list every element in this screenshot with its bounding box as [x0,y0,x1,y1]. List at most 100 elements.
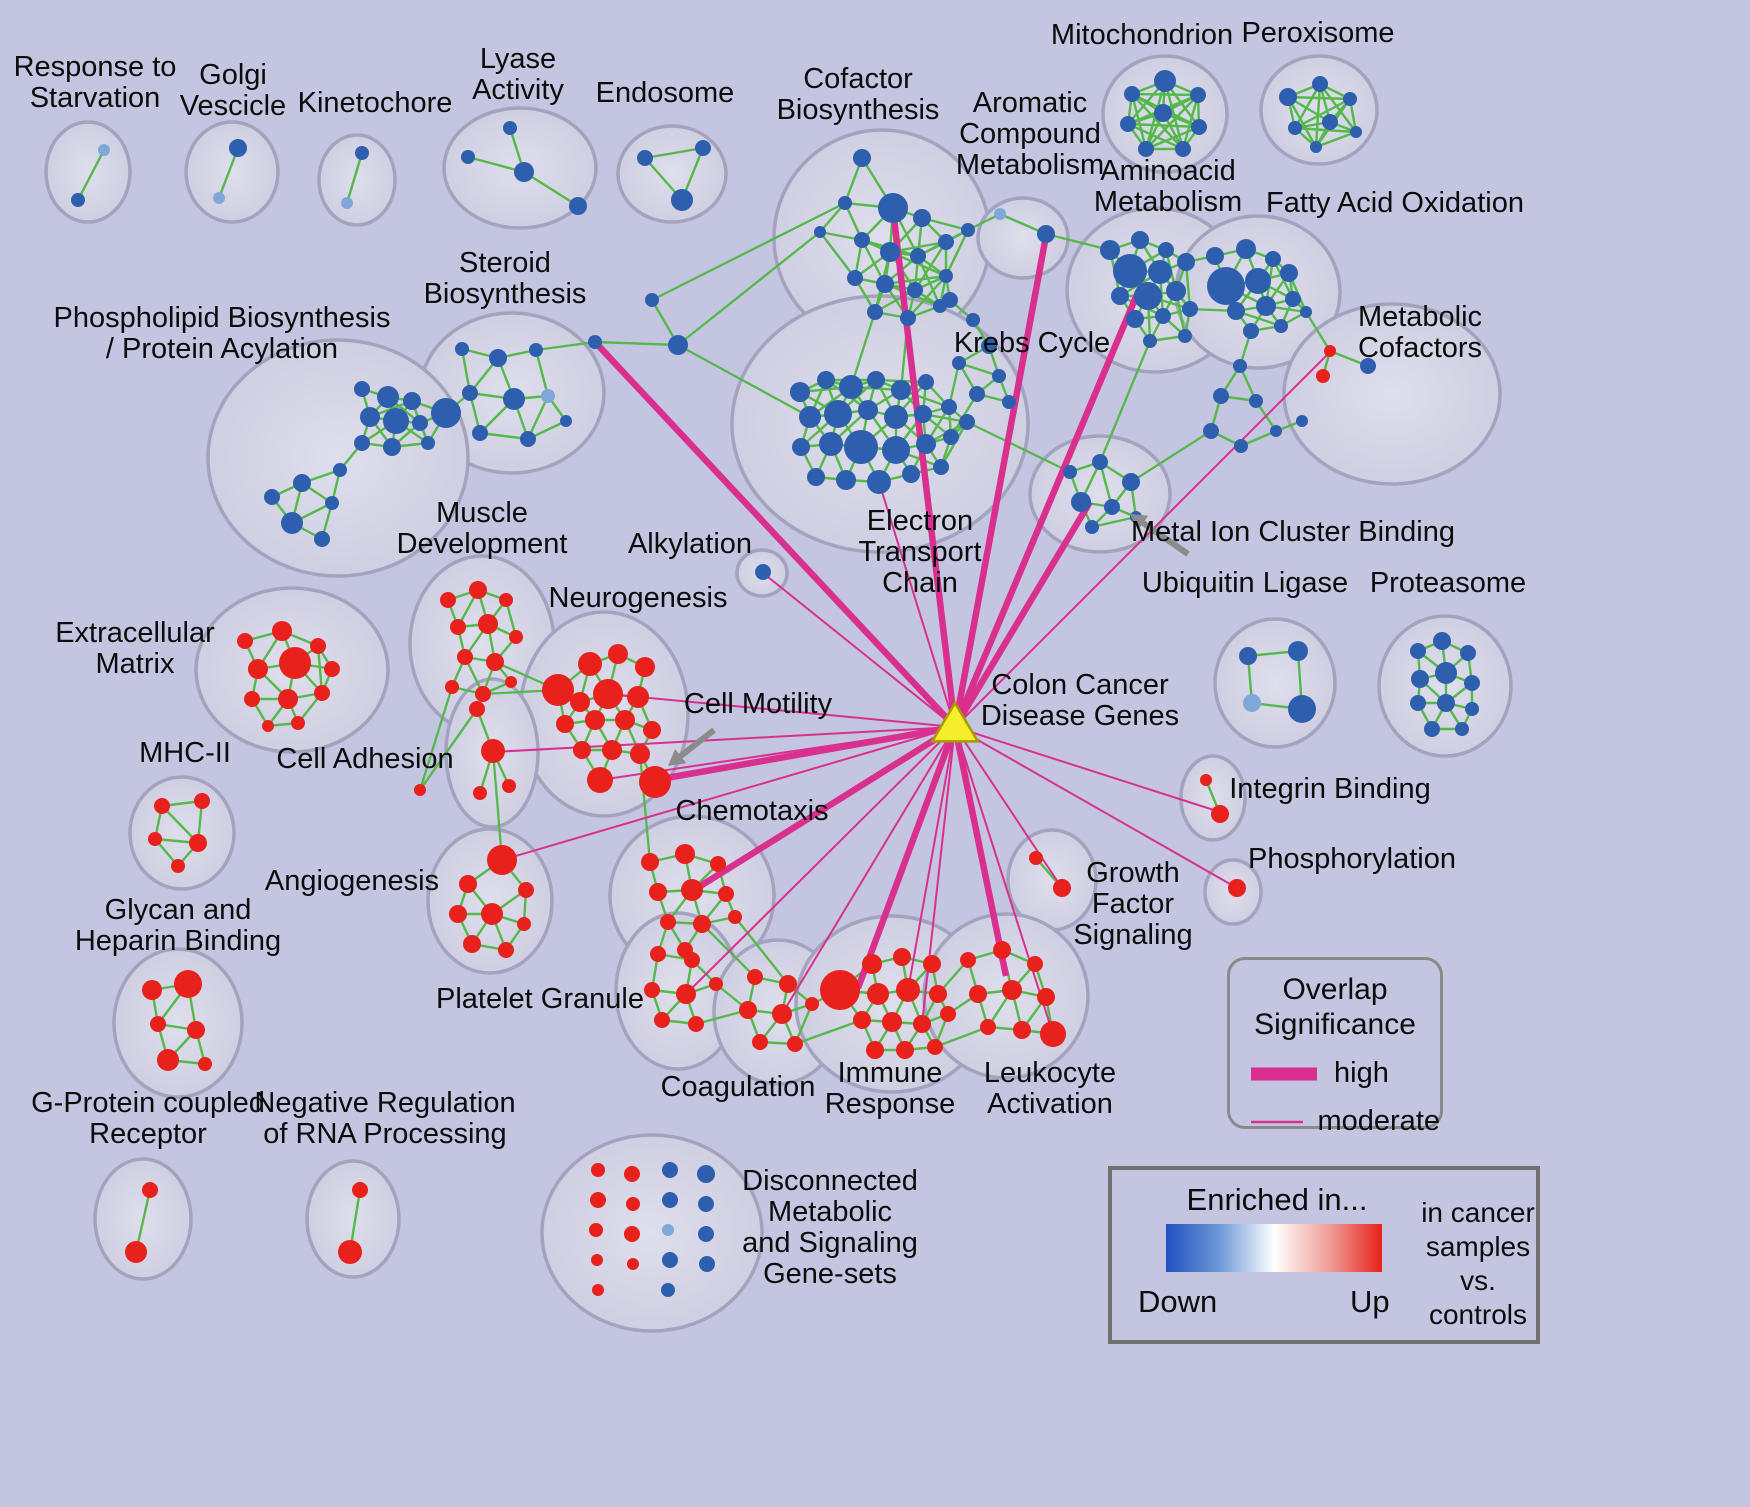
inter-cluster-edge [1130,430,1212,483]
gene-set-edge [1293,83,1322,129]
gene-set-node [505,676,517,688]
gene-set-node [248,659,268,679]
overlap-edge-high [889,209,959,728]
gene-set-node [867,371,885,389]
gene-set-node [1190,87,1206,103]
inter-cluster-edge [638,753,652,863]
gene-set-node [542,674,574,706]
gene-set-node [1200,774,1212,786]
inter-cluster-edge [677,343,811,419]
colon-cancer-hub-triangle [930,700,980,743]
gene-set-node [728,910,742,924]
label-mhc-ii: MHC-II [139,737,231,769]
gene-set-node [1288,695,1316,723]
inter-cluster-edge [1045,232,1111,252]
gene-set-node [1148,260,1172,284]
gene-set-node [1279,88,1297,106]
gene-set-edge [884,274,947,286]
label-phosphorylation: Phosphorylation [1248,843,1456,875]
gene-set-edge [1145,125,1200,151]
label-chemotaxis: Chemotaxis [675,795,828,827]
gene-set-node [355,146,369,160]
enrichment-gradient-bar [1166,1224,1382,1272]
inter-cluster-edge [677,231,821,346]
gene-set-node [681,879,703,901]
gene-set-node [1227,302,1245,320]
gene-set-node [325,496,339,510]
gene-set-node [1280,264,1298,282]
gene-set-node [1040,1021,1066,1047]
gene-set-node [1343,92,1357,106]
gene-set-node [71,193,85,207]
gene-set-node [414,784,426,796]
gene-set-node [1296,415,1308,427]
gene-set-edge [819,231,856,279]
gene-set-node [341,197,353,209]
layer-arrows [668,514,1190,766]
gene-set-node [952,356,966,370]
gene-set-node [541,389,555,403]
gene-set-node [1455,722,1469,736]
cluster-ellipse-endosome [616,124,728,224]
cluster-ellipse-ubiquitin-ligase [1213,617,1337,749]
label-alkylation: Alkylation [628,528,752,560]
high-significance-line [1251,1067,1317,1080]
label-endosome: Endosome [596,77,735,109]
gene-set-node [654,1012,670,1028]
gene-set-node [1233,359,1247,373]
gene-set-node [281,512,303,534]
gene-set-node [587,767,613,793]
gene-set-edge [345,152,364,204]
gene-set-node [1324,345,1336,357]
gene-set-edge [594,340,679,347]
gene-set-node [1071,492,1091,512]
gene-set-node [1126,310,1144,328]
overlap-edge-mod [878,481,956,728]
gene-set-node [481,739,505,763]
gene-set-node [867,304,883,320]
layer-magenta [492,209,1331,1035]
overlap-edge-mod [492,726,956,753]
gene-set-node [560,415,572,427]
gene-set-edge [479,431,529,441]
legend-overlap-title: Overlap Significance [1254,973,1416,1041]
gene-set-node [573,741,591,759]
label-phospholipid-biosynthesis-protein-acylation: Phospholipid Biosynthesis/ Protein Acyla… [54,302,391,365]
gene-set-node [529,343,543,357]
gene-set-node [896,1041,914,1059]
gene-set-node [1265,251,1281,267]
overlap-edge-mod [685,726,956,995]
inter-cluster-edge [794,1018,863,1046]
cluster-ellipse-glycan-and-heparin-binding [112,947,244,1099]
gene-set-node [1131,231,1149,249]
gene-set-node [910,248,926,264]
legend-note: in cancer samples vs. controls [1421,1197,1535,1330]
gene-set-node [403,392,421,410]
gene-set-node [992,369,1006,383]
legend-row-moderate: moderate [1248,1105,1440,1138]
gene-set-node [578,652,602,676]
gene-set-node [790,382,810,402]
gene-set-node [383,408,409,434]
gene-set-node [676,984,696,1004]
gene-set-node [923,955,941,973]
gene-set-node [1013,1021,1031,1039]
inter-cluster-edge [1098,340,1152,463]
gene-set-node [1120,116,1136,132]
legend-high-label: high [1334,1057,1389,1089]
gene-set-node [650,946,666,962]
gene-set-node [635,657,655,677]
gene-set-node [660,914,676,930]
gene-set-node [671,189,693,211]
gene-set-node [314,685,330,701]
overlap-edge-mod [954,726,1221,813]
gene-set-node [959,414,975,430]
gene-set-edge [1181,94,1200,150]
overlap-edge-mod [954,726,1054,1035]
gene-set-node [643,721,661,739]
